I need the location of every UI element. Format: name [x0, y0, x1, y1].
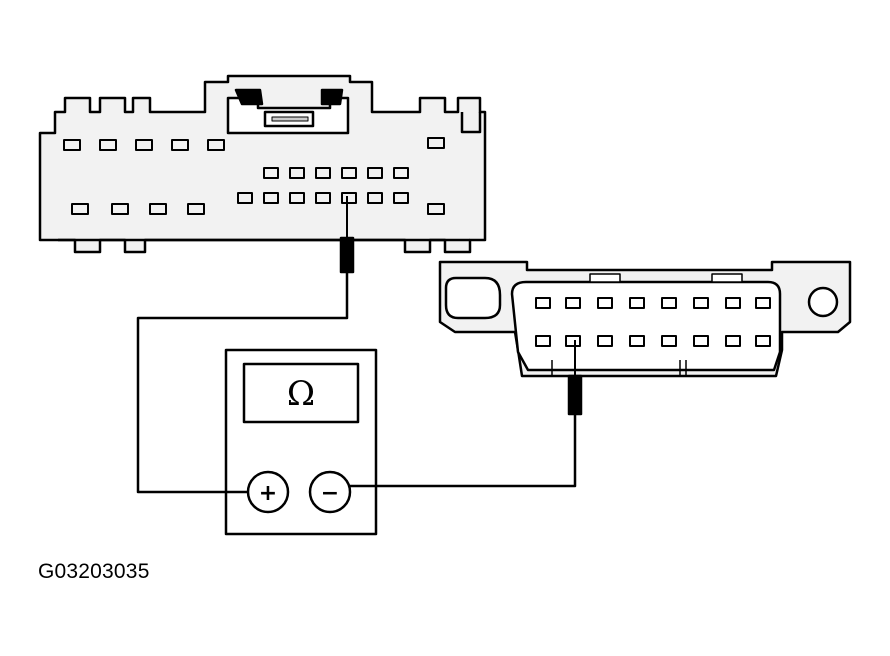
data-link-connector-pins — [535, 297, 771, 347]
positive-test-lead — [136, 270, 349, 494]
figure-id: G03203035 — [38, 560, 150, 583]
meter-display — [242, 362, 360, 424]
data-link-connector — [438, 260, 852, 378]
negative-jack — [308, 470, 352, 514]
module-connector-pins — [63, 137, 445, 215]
negative-probe — [567, 340, 583, 416]
ohm-symbol: Ω — [287, 374, 315, 414]
positive-probe — [339, 196, 355, 274]
multimeter — [224, 348, 378, 536]
negative-test-lead — [350, 412, 577, 488]
plus-sign: + — [259, 481, 277, 506]
minus-sign: − — [321, 481, 339, 506]
module-connector — [38, 74, 487, 254]
